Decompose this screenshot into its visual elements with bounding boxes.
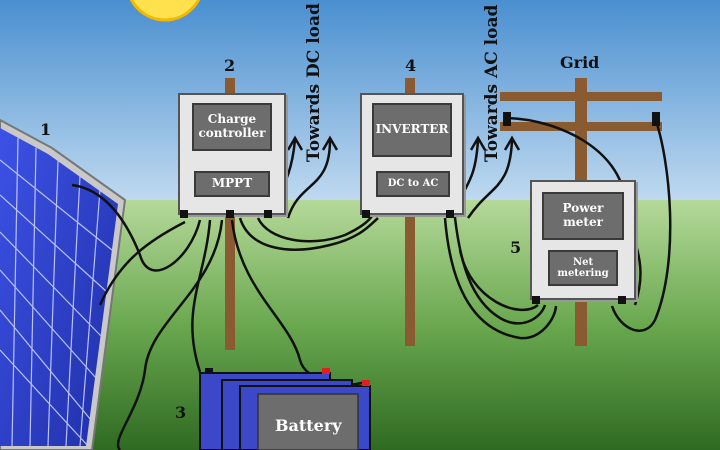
label-number-2: 2 (224, 56, 236, 75)
inverter-terminals (362, 210, 462, 218)
battery-label: Battery (275, 416, 342, 435)
grid-crossarm-bottom (500, 122, 662, 131)
power-meter-box: Power meter Net metering (530, 180, 636, 300)
sun (129, 0, 201, 22)
grid-label: Grid (560, 53, 600, 72)
label-number-4: 4 (405, 56, 417, 75)
power-meter-terminals (532, 296, 634, 304)
charge-controller-box: Charge controller MPPT (178, 93, 286, 215)
ac-load-label: Towards AC load (482, 4, 502, 162)
insulator-right (652, 112, 660, 126)
label-number-3: 3 (175, 403, 187, 422)
label-number-5: 5 (510, 238, 522, 257)
solar-panel (0, 118, 127, 450)
dc-load-label: Towards DC load (304, 3, 324, 162)
charge-controller-title: Charge controller (192, 103, 272, 151)
grid-crossarm-top (500, 92, 662, 101)
inverter-box: INVERTER DC to AC (360, 93, 464, 215)
label-number-1: 1 (40, 120, 52, 139)
battery-bank (199, 368, 371, 450)
wires (71, 116, 672, 450)
power-meter-title: Power meter (542, 192, 624, 240)
inverter-title: INVERTER (372, 103, 452, 157)
dc-to-ac-label: DC to AC (376, 171, 450, 197)
mppt-label: MPPT (194, 171, 270, 197)
net-metering-label: Net metering (548, 250, 618, 286)
charge-controller-terminals (180, 210, 284, 218)
insulator-left (503, 112, 511, 126)
